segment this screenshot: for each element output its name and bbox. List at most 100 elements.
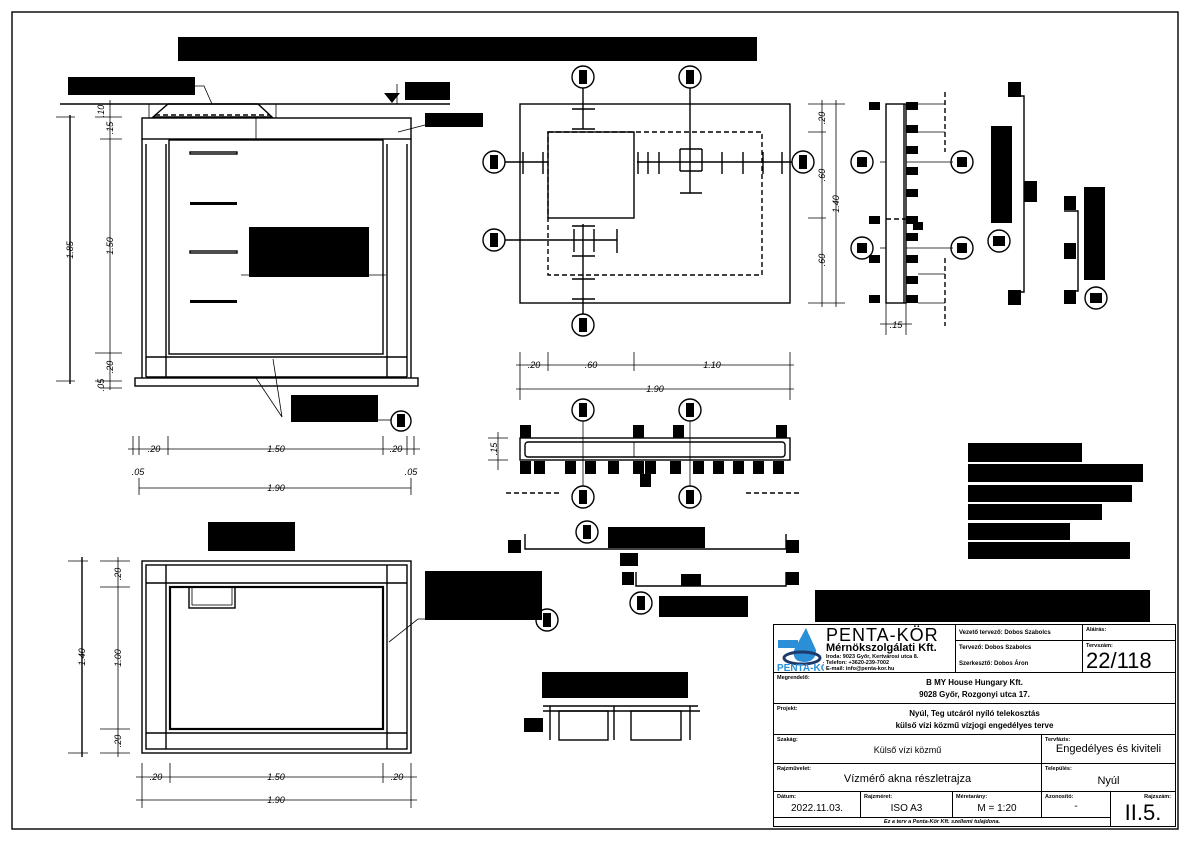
discipline-label: Szakág: [777,737,798,743]
sheet-number: II.5. [1124,800,1162,825]
chamber-interior [168,585,385,731]
dim-total-depth: 1.40 [77,648,87,666]
ladder-rung [189,151,238,155]
sheet-frame [11,11,1179,830]
dim-base: .05 [96,378,106,392]
dim-slab-thickness: .15 [489,442,499,456]
client-address: 9028 Győr, Rozgonyi utca 17. [919,690,1030,699]
section-marker-icon [950,150,974,174]
reinforcement-plan: .20 .60 .60 1.40 .20 .60 1.10 1.90 [470,65,845,400]
dim-inner-depth: 1.00 [113,649,123,667]
dim-top: .20 [817,112,827,125]
slab-outline [519,103,791,304]
detail-marker-icon [390,410,412,432]
dim-inner-width: 1.50 [267,772,285,782]
designer: Tervező: Dobos Szabolcs [959,645,1032,651]
dim-right-offset: .05 [405,467,419,477]
dim-slab: .15 [105,121,115,135]
dim-total-width: 1.90 [267,483,285,493]
slab-section: .15 [488,398,800,509]
section-marker-icon [482,150,506,174]
dim-wall-thickness: .15 [890,320,904,330]
dim-left: .20 [150,772,163,782]
top-slab [141,117,412,140]
section-markers [482,65,815,337]
bar-marker-icon [987,229,1011,253]
section-marker-icon [850,236,874,260]
dim-bottom-slab: .20 [105,361,115,374]
redacted-level [405,82,450,100]
dim-total-width: 1.90 [267,795,285,805]
detail-marker-icon [535,608,559,632]
section-marker-icon [571,65,595,89]
plan-view: 1.40 .20 1.00 .20 .20 1.50 .20 1.90 [68,522,559,808]
side-section: .15 [850,82,1108,335]
redacted-notes [815,443,1150,622]
redacted-label [68,77,195,95]
scale-label: Méretarány: [956,794,988,800]
bar-details [508,520,799,741]
redacted-title [208,522,295,551]
drawing-title: Vízmérő akna részletrajza [843,773,972,785]
opening [547,131,635,219]
dim-inner-width: 1.50 [267,444,285,454]
company-logo-icon: PENTA-KÖR [777,628,824,672]
phase: Engedélyes és kiviteli [1055,743,1162,755]
dim-total-height: 1.85 [65,240,75,259]
company-name: PENTA-KÖR [826,625,939,645]
client-label: Megrendelő: [777,675,810,681]
ladder-rung [189,250,238,254]
dim-right-wall: .20 [390,444,403,454]
dim-left-offset: .05 [132,467,146,477]
town: Nyúl [1097,775,1120,787]
section-marker-icon [678,485,702,509]
dim-bottom: .20 [113,735,123,748]
dim-right: .20 [391,772,404,782]
section-marker-icon [571,398,595,422]
redacted-title [178,37,757,61]
company-subtitle: Mérnökszolgálati Kft. [826,642,937,654]
section-view: 1.85 .10 .15 1.50 .20 .05 .20 1.50 .20 .… [56,37,757,495]
bar-marker-icon [575,520,599,544]
phase-label: Tervfázis: [1045,737,1071,743]
company-email: E-mail: info@penta-kor.hu [826,666,895,672]
project-line1: Nyúl, Teg utcáról nyíló telekosztás [909,709,1040,718]
copyright-footer: Ez a terv a Penta-Kör Kft. szellemi tula… [883,819,1001,825]
ladder-rung [190,300,237,303]
signature-label: Aláírás: [1086,627,1107,633]
project-label: Projekt: [777,706,798,712]
ladder-rung [190,202,237,205]
company-logo-cell: PENTA-KÖR PENTA-KÖR Mérnökszolgálati Kft… [773,624,956,673]
section-marker-icon [791,150,815,174]
town-label: Település: [1045,766,1072,772]
sheet-label: Rajzszám: [1144,794,1171,800]
paper-size: ISO A3 [890,803,923,814]
section-marker-icon [678,398,702,422]
identifier: - [1074,801,1078,812]
title-block: PENTA-KÖR PENTA-KÖR Mérnökszolgálati Kft… [773,624,1176,827]
bar-marker-icon [1084,286,1108,310]
redacted-callout [249,227,369,277]
dim-total-width: 1.90 [646,384,664,394]
date-label: Dátum: [777,794,796,800]
dim-right: 1.10 [703,360,721,370]
id-label: Azonosító: [1045,794,1074,800]
client-name: B MY House Hungary Kft. [926,678,1023,687]
company-phone: Telefon: +3620-239-7002 [826,660,890,666]
plan-number: 22/118 [1086,648,1152,673]
project-line2: külső vízi közmű vízjogi engedélyes terv… [895,721,1054,730]
section-marker-icon [482,228,506,252]
section-marker-icon [850,150,874,174]
manhole-cover [151,103,274,118]
chamber-interior [168,139,384,355]
dim-mid-width: .60 [585,360,598,370]
dim-left: .20 [528,360,541,370]
logo-text: PENTA-KÖR [777,661,824,672]
plan-number-label: Tervszám: [1086,643,1113,649]
chamber-outline [547,131,763,276]
dim-inner-height: 1.50 [105,237,115,255]
section-marker-icon [571,485,595,509]
scale: M = 1:20 [977,803,1017,814]
base-plate [134,377,419,387]
